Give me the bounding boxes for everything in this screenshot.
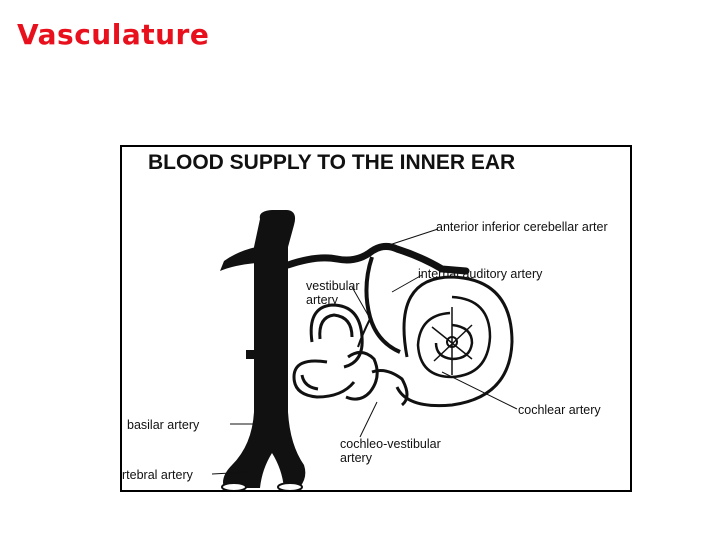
diagram-heading: BLOOD SUPPLY TO THE INNER EAR [148,151,516,174]
diagram-illustration [211,210,518,490]
blood-supply-diagram: BLOOD SUPPLY TO THE INNER EAR [120,145,632,492]
internal-auditory-label: internal auditory artery [418,267,543,281]
leader-lines [211,228,518,475]
vestibular-artery-label: vestibular artery [306,279,360,307]
basilar-notch-left [246,350,258,359]
basilar-artery-shape [223,210,306,488]
cochleo-vestibular-line1: cochleo-vestibular [340,437,441,451]
vertebral-end-right [277,482,303,490]
aica-label: anterior inferior cerebellar arter [436,220,608,234]
vestibular-apparatus-shape [292,303,409,407]
cochleo-vestibular-line2: artery [340,451,372,465]
cochleo-vestibular-label: cochleo-vestibular artery [340,437,441,465]
internal-auditory-vessel [364,256,401,354]
slide-title: Vasculature [17,18,210,51]
vestibular-label-line1: vestibular [306,279,360,293]
vestibular-label-line2: artery [306,293,338,307]
left-branch-shape [220,247,256,271]
basilar-artery-label: basilar artery [127,418,200,432]
cochlear-artery-label: cochlear artery [518,403,601,417]
aica-vessel [284,242,470,275]
vertebral-end-left [221,482,247,490]
vestibular-artery-vessel [357,318,371,348]
vertebral-artery-label: rtebral artery [122,468,193,482]
cochlea-shape [395,275,514,408]
